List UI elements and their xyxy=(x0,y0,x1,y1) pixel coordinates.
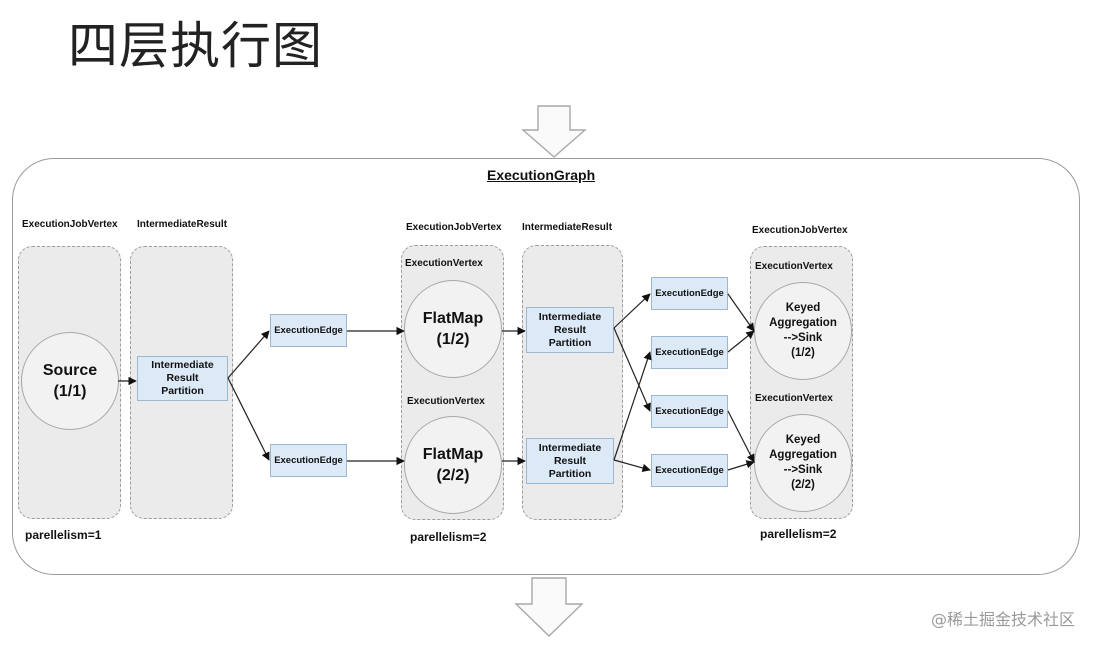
result-partition-source: Intermediate Result Partition xyxy=(137,356,228,401)
parallelism-flatmap: parellelism=2 xyxy=(410,530,487,544)
connector-partition-to-edge-2 xyxy=(227,377,270,461)
execution-vertex-label-flatmap-2: ExecutionVertex xyxy=(407,396,485,407)
execution-vertex-label-sink-1: ExecutionVertex xyxy=(755,261,833,272)
execution-vertex-label-sink-2: ExecutionVertex xyxy=(755,393,833,404)
execution-edge-6: ExecutionEdge xyxy=(651,454,728,487)
connector-edge-4-to-sink-1 xyxy=(727,330,755,353)
execution-edge-4: ExecutionEdge xyxy=(651,336,728,369)
execution-edge-5: ExecutionEdge xyxy=(651,395,728,428)
watermark: @稀土掘金技术社区 xyxy=(930,610,1075,629)
execution-edge-1: ExecutionEdge xyxy=(270,314,347,347)
connector-partition-to-edge-1 xyxy=(227,330,270,379)
connector-p1-to-edge-5 xyxy=(613,327,651,412)
execution-vertex-label-flatmap-1: ExecutionVertex xyxy=(405,258,483,269)
page-title: 四层执行图 xyxy=(68,17,323,75)
source-vertex: Source (1/1) xyxy=(21,332,119,430)
connector-edge-3-to-sink-1 xyxy=(727,293,755,332)
sink-job-vertex-label: ExecutionJobVertex xyxy=(752,225,848,236)
result-partition-flatmap-1: Intermediate Result Partition xyxy=(526,307,614,353)
sink-vertex-2: Keyed Aggregation -->Sink (2/2) xyxy=(754,414,852,512)
connector-p2-to-edge-4 xyxy=(613,351,652,461)
down-arrow-bottom-icon xyxy=(514,577,584,637)
parallelism-source: parellelism=1 xyxy=(25,528,102,542)
sink-vertex-1: Keyed Aggregation -->Sink (1/2) xyxy=(754,282,852,380)
flatmap-vertex-2: FlatMap (2/2) xyxy=(404,416,502,514)
source-job-vertex-label: ExecutionJobVertex xyxy=(22,219,118,230)
connector-p1-to-edge-3 xyxy=(613,293,651,329)
graph-title: ExecutionGraph xyxy=(487,167,596,183)
flatmap-job-vertex-label: ExecutionJobVertex xyxy=(406,222,502,233)
result-partition-flatmap-2: Intermediate Result Partition xyxy=(526,438,614,484)
connector-edge-6-to-sink-2 xyxy=(727,460,755,471)
execution-edge-2: ExecutionEdge xyxy=(270,444,347,477)
connector-p2-to-edge-6 xyxy=(613,459,651,473)
parallelism-sink: parellelism=2 xyxy=(760,527,837,541)
execution-edge-3: ExecutionEdge xyxy=(651,277,728,310)
intermediate-result-label-2: IntermediateResult xyxy=(522,222,613,233)
intermediate-result-label-1: IntermediateResult xyxy=(137,219,228,230)
down-arrow-top-icon xyxy=(521,105,587,158)
flatmap-vertex-1: FlatMap (1/2) xyxy=(404,280,502,378)
connector-edge-5-to-sink-2 xyxy=(727,410,755,463)
